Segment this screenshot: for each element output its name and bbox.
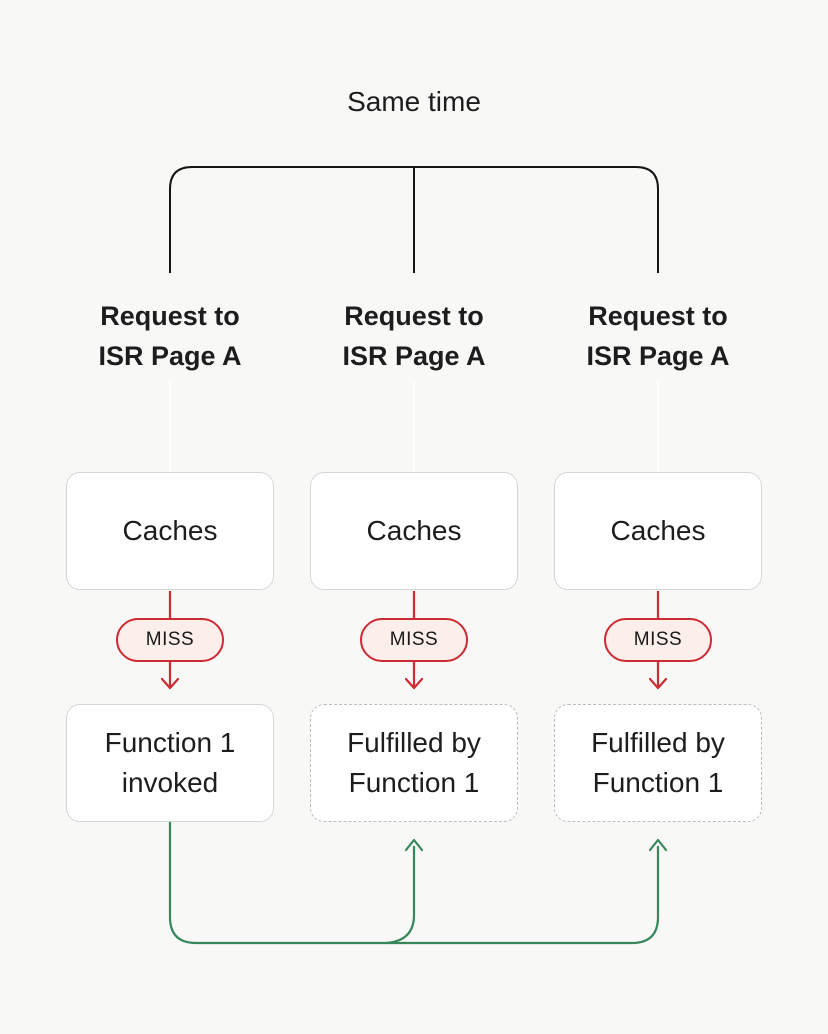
request-label-3: Request to ISR Page A xyxy=(586,301,730,371)
miss-arrowhead-1 xyxy=(160,677,180,690)
green-flow-main xyxy=(168,822,660,945)
result-box-1: Function 1 invoked xyxy=(66,704,274,822)
green-flow-branch xyxy=(385,846,416,945)
green-arrowhead-2 xyxy=(648,838,668,852)
miss-arrowhead-2 xyxy=(404,677,424,690)
request-label-1: Request to ISR Page A xyxy=(98,301,242,371)
miss-arrowhead-3 xyxy=(648,677,668,690)
diagram-title: Same time xyxy=(347,86,481,117)
cache-box-2: Caches xyxy=(310,472,518,590)
result-box-2: Fulfilled by Function 1 xyxy=(310,704,518,822)
cache-box-1: Caches xyxy=(66,472,274,590)
result-box-3: Fulfilled by Function 1 xyxy=(554,704,762,822)
same-time-bracket xyxy=(169,166,659,273)
green-arrowhead-1 xyxy=(404,838,424,852)
miss-badge-3: MISS xyxy=(604,618,712,662)
miss-badge-1: MISS xyxy=(116,618,224,662)
miss-badge-2: MISS xyxy=(360,618,468,662)
cache-box-3: Caches xyxy=(554,472,762,590)
request-label-2: Request to ISR Page A xyxy=(342,301,486,371)
